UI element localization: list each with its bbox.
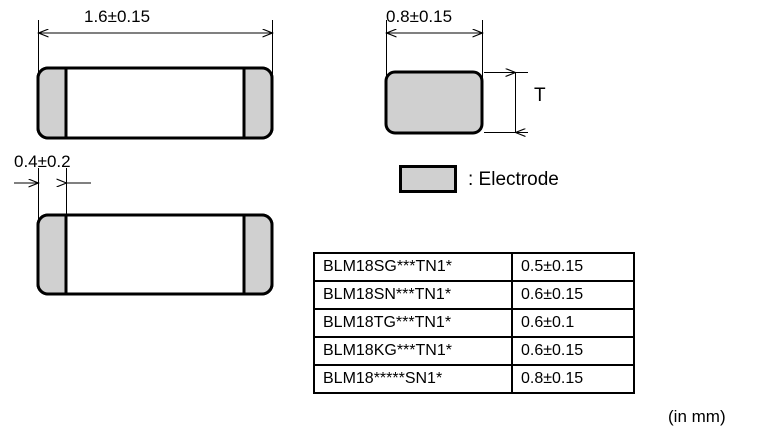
thickness-cell: 0.6±0.1 — [511, 308, 635, 338]
table-row: BLM18SG***TN1* 0.5±0.15 — [313, 252, 635, 282]
legend-electrode-label: : Electrode — [468, 169, 559, 190]
electrode-right-top — [242, 66, 274, 140]
dimension-label-length: 1.6±0.15 — [84, 7, 151, 26]
side-view-drawing — [384, 20, 528, 135]
table-row: BLM18SN***TN1* 0.6±0.15 — [313, 280, 635, 310]
part-number-cell: BLM18KG***TN1* — [313, 336, 513, 366]
thickness-cell: 0.5±0.15 — [511, 252, 635, 282]
component-body-bottom — [36, 213, 274, 296]
thickness-cell: 0.6±0.15 — [511, 336, 635, 366]
electrode-left-bottom — [36, 213, 68, 296]
bottom-view-drawing — [14, 168, 274, 296]
electrode-left-top — [36, 66, 68, 140]
thickness-cell: 0.6±0.15 — [511, 280, 635, 310]
electrode-right-bottom — [242, 213, 274, 296]
thickness-spec-table: BLM18SG***TN1* 0.5±0.15 BLM18SN***TN1* 0… — [313, 252, 635, 394]
part-number-cell: BLM18TG***TN1* — [313, 308, 513, 338]
part-number-cell: BLM18SN***TN1* — [313, 280, 513, 310]
top-view-drawing — [36, 20, 274, 140]
table-row: BLM18KG***TN1* 0.6±0.15 — [313, 336, 635, 366]
table-body: BLM18SG***TN1* 0.5±0.15 BLM18SN***TN1* 0… — [313, 252, 635, 394]
dimension-label-thickness: T — [534, 85, 546, 106]
table-row: BLM18*****SN1* 0.8±0.15 — [313, 364, 635, 394]
electrode-swatch-icon — [399, 165, 457, 193]
part-number-cell: BLM18SG***TN1* — [313, 252, 513, 282]
dimension-label-electrode-width: 0.4±0.2 — [14, 152, 71, 171]
dimension-label-body-width: 0.8±0.15 — [386, 7, 453, 26]
component-body-top — [36, 66, 274, 140]
thickness-cell: 0.8±0.15 — [511, 364, 635, 394]
component-body-side — [384, 70, 484, 135]
table-row: BLM18TG***TN1* 0.6±0.1 — [313, 308, 635, 338]
units-note: (in mm) — [668, 407, 726, 426]
part-number-cell: BLM18*****SN1* — [313, 364, 513, 394]
